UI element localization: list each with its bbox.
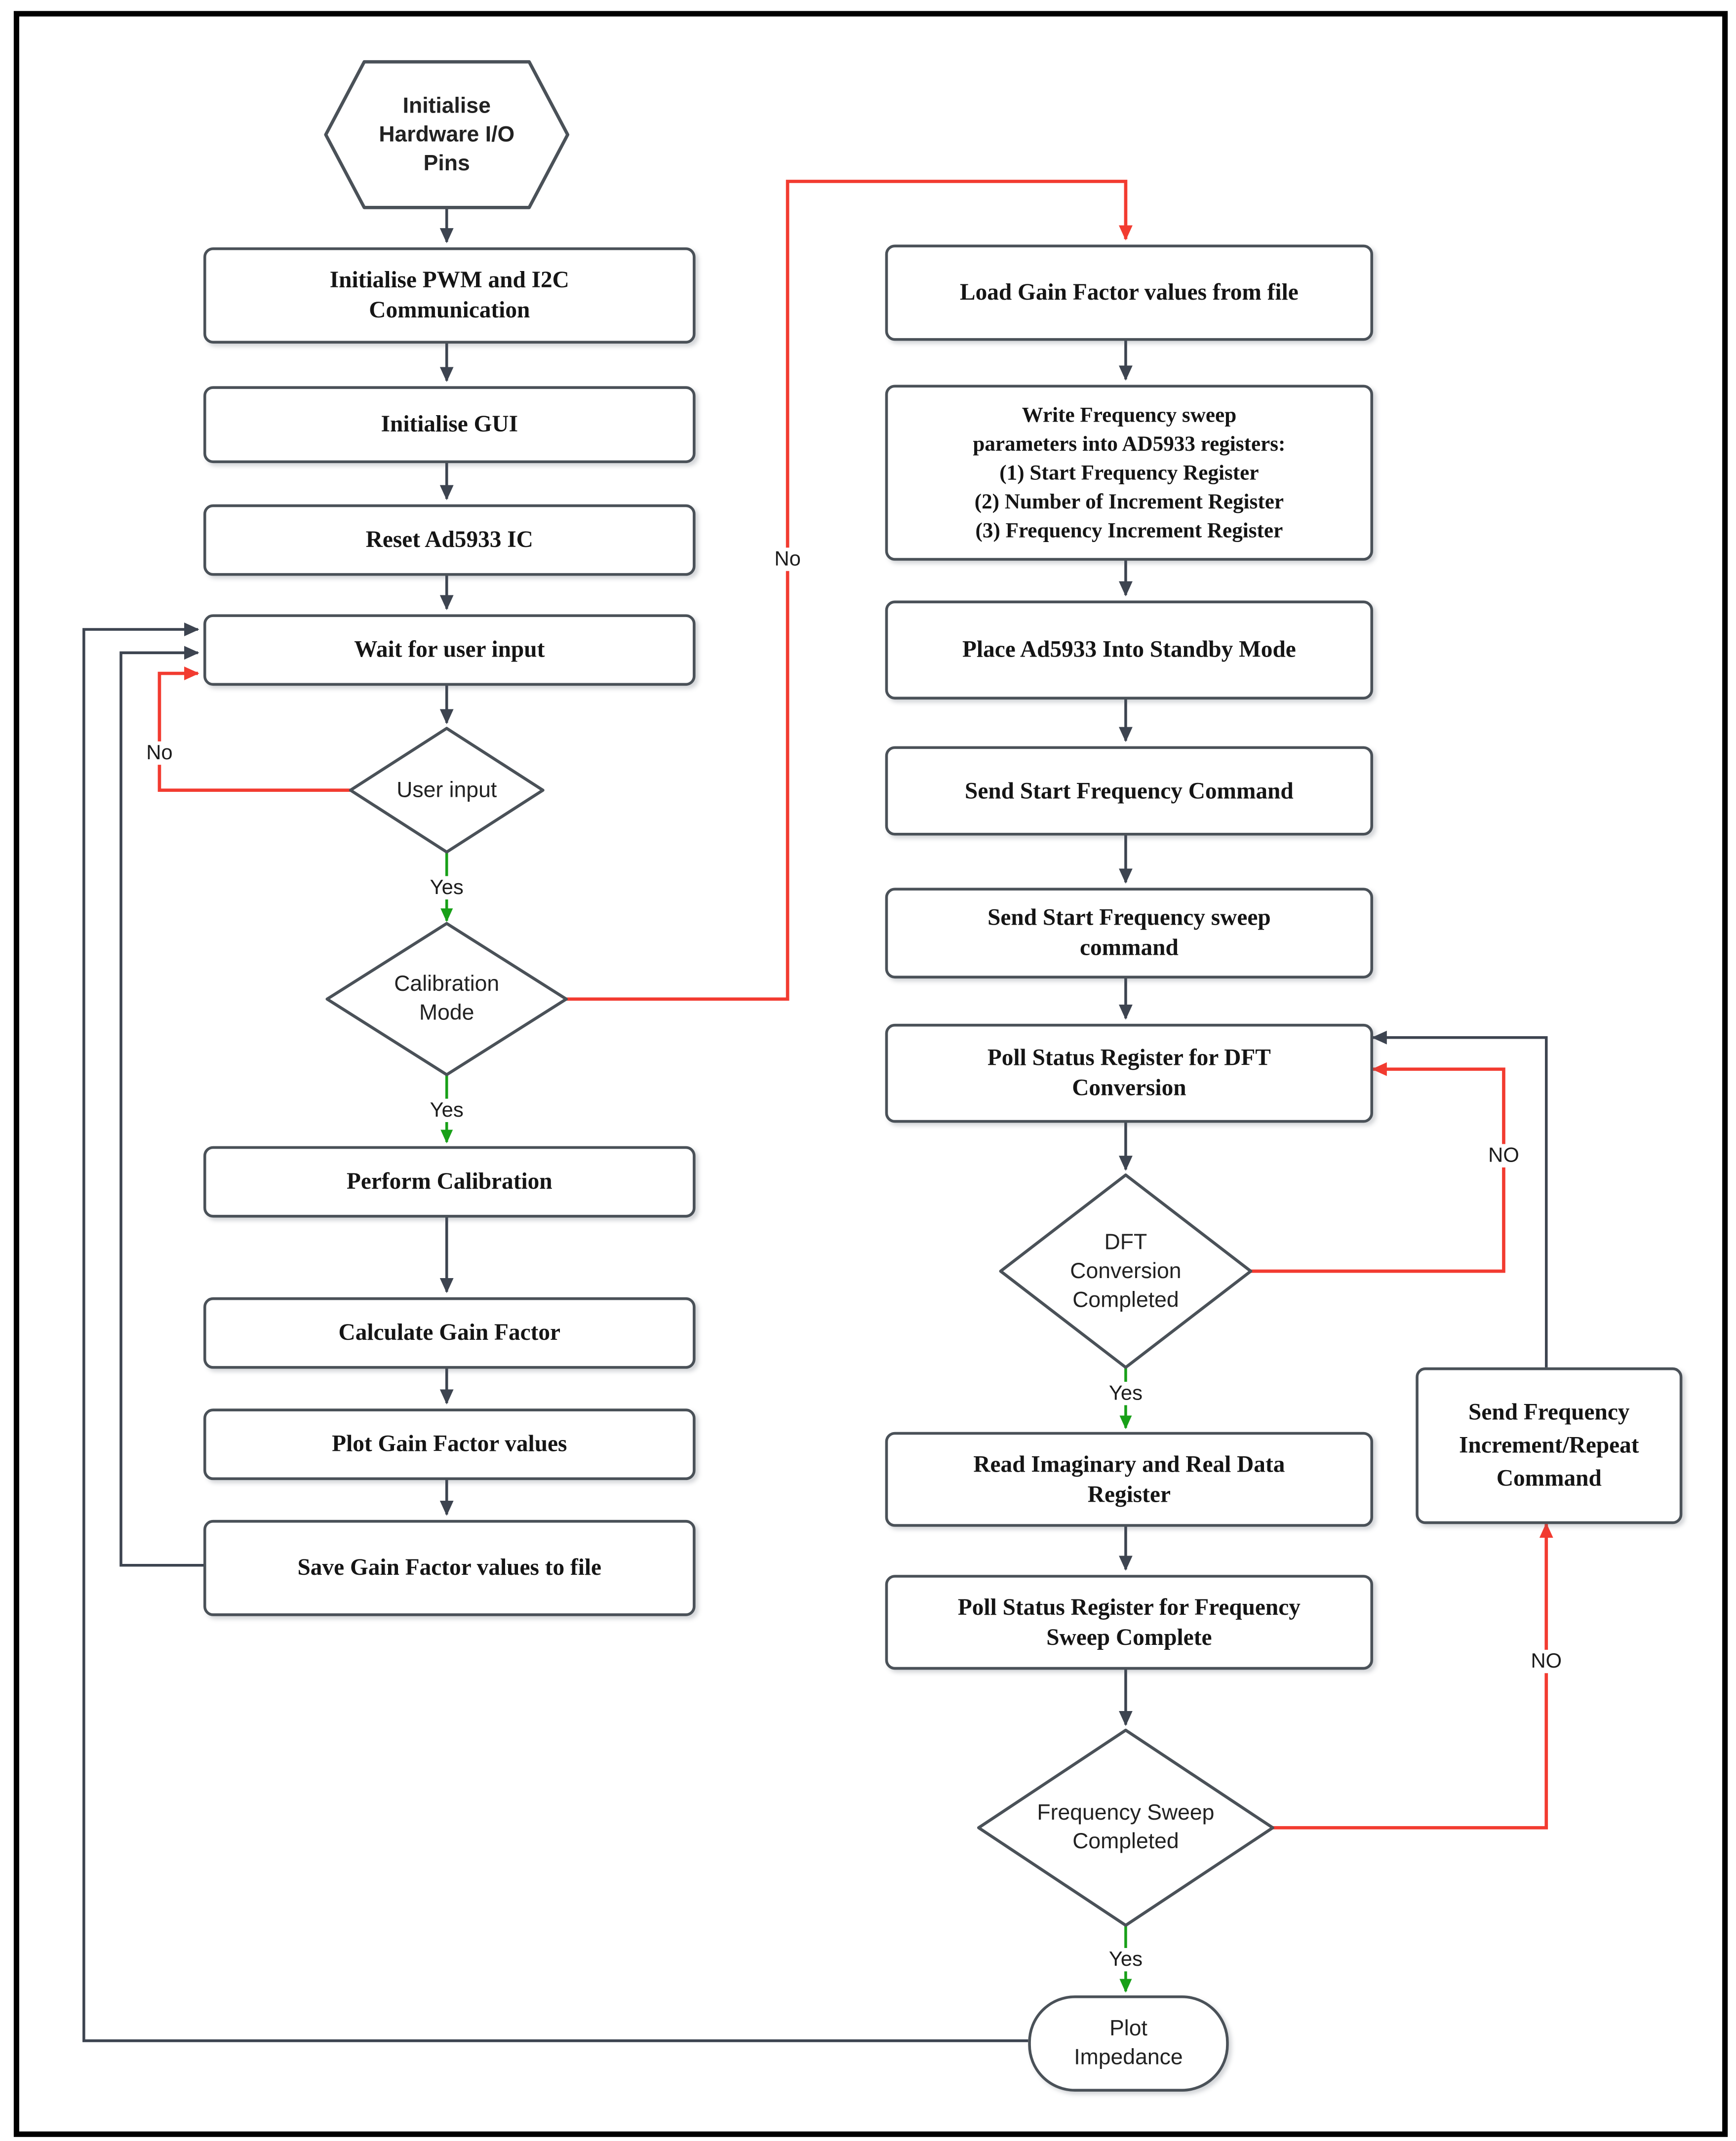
edge-label-calibration-yes: Yes (426, 1098, 468, 1122)
edge-label-sweep-yes: Yes (1105, 1948, 1147, 1972)
node-load-gain-factor: Load Gain Factor values from file (885, 244, 1374, 341)
node-wait-user-input: Wait for user input (203, 614, 696, 686)
node-read-imaginary-real: Read Imaginary and Real Data Register (885, 1432, 1374, 1527)
edge-sweepdone-no-to-sendincr (1272, 1522, 1553, 1830)
edge-plotimpedance-loop-to-wait (82, 623, 1028, 2042)
node-poll-status-dft: Poll Status Register for DFT Conversion (885, 1023, 1374, 1123)
node-perform-calibration: Perform Calibration (203, 1146, 696, 1218)
node-send-start-frequency-command: Send Start Frequency Command (885, 746, 1374, 836)
edge-label-dft-no: NO (1484, 1144, 1524, 1168)
node-plot-impedance: Plot Impedance (1028, 1995, 1229, 2092)
edge-calibration-no-to-loadgain (566, 180, 1133, 1001)
decision-user-input-shape (349, 727, 545, 854)
edges (82, 180, 1553, 2042)
edge-label-sweep-no: NO (1527, 1649, 1566, 1674)
node-plot-gain-factor: Plot Gain Factor values (203, 1408, 696, 1480)
edge-label-dft-yes: Yes (1105, 1382, 1147, 1405)
decision-calibration-mode-shape (325, 922, 568, 1076)
edge-label-user-input-yes: Yes (426, 876, 468, 899)
node-calculate-gain-factor: Calculate Gain Factor (203, 1297, 696, 1369)
edge-userinput-no-loop (158, 666, 351, 792)
node-save-gain-factor: Save Gain Factor values to file (203, 1519, 696, 1616)
edge-savegain-loop-to-wait (119, 646, 204, 1567)
node-send-start-sweep-command: Send Start Frequency sweep command (885, 888, 1374, 979)
shapes (324, 60, 1274, 1927)
edge-sendincr-to-polldft (1372, 1030, 1548, 1367)
node-reset-ad5933: Reset Ad5933 IC (203, 504, 696, 576)
node-send-frequency-increment: Send Frequency Increment/Repeat Command (1416, 1367, 1683, 1524)
decision-dft-completed-shape (999, 1173, 1253, 1369)
node-write-frequency-params: Write Frequency sweep parameters into AD… (885, 385, 1374, 561)
edge-label-calibration-no: No (770, 547, 805, 571)
node-initialise-pwm-i2c: Initialise PWM and I2C Communication (203, 247, 696, 344)
edge-dftdone-no-loop (1251, 1062, 1505, 1273)
decision-sweep-completed-shape (977, 1728, 1274, 1927)
edge-label-user-input-no: No (142, 741, 177, 765)
node-initialise-hardware-shape (324, 60, 570, 209)
node-poll-status-sweep: Poll Status Register for Frequency Sweep… (885, 1575, 1374, 1670)
node-initialise-gui: Initialise GUI (203, 386, 696, 464)
node-standby-mode: Place Ad5933 Into Standby Mode (885, 600, 1374, 700)
